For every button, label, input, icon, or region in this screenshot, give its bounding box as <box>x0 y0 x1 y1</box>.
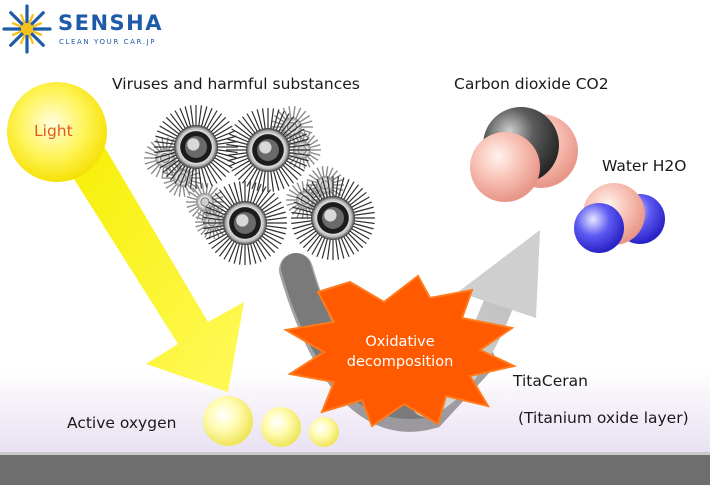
h2o-molecule-icon <box>574 183 665 253</box>
titaceran-label: TitaCeran <box>513 372 588 390</box>
active-oxygen-icon <box>203 396 339 447</box>
viruses-label: Viruses and harmful substances <box>112 75 360 93</box>
virus-icon <box>203 181 287 265</box>
titanium-layer-label: (Titanium oxide layer) <box>518 409 689 427</box>
light-beam-arrow <box>62 136 244 392</box>
virus-icon <box>291 176 375 260</box>
explosion-burst-icon <box>283 274 518 428</box>
brand-name: SENSHA <box>58 11 163 35</box>
substrate-base <box>0 454 710 485</box>
virus-icon <box>226 108 310 192</box>
sunburst-logo-icon <box>2 4 52 54</box>
oxidative-label-line2: decomposition <box>346 354 454 370</box>
water-label: Water H2O <box>602 157 687 175</box>
co2-molecule-icon <box>470 107 578 202</box>
brand-tagline: CLEAN YOUR CAR.JP <box>59 38 157 46</box>
oxidative-decomposition-label: Oxidative decomposition <box>312 332 488 372</box>
light-label: Light <box>34 122 73 140</box>
virus-icon <box>154 105 238 189</box>
active-oxygen-label: Active oxygen <box>67 414 177 432</box>
sun-icon <box>7 82 107 182</box>
virus-cluster <box>144 105 375 265</box>
oxidative-label-line1: Oxidative <box>365 334 435 350</box>
co2-label: Carbon dioxide CO2 <box>454 75 609 93</box>
